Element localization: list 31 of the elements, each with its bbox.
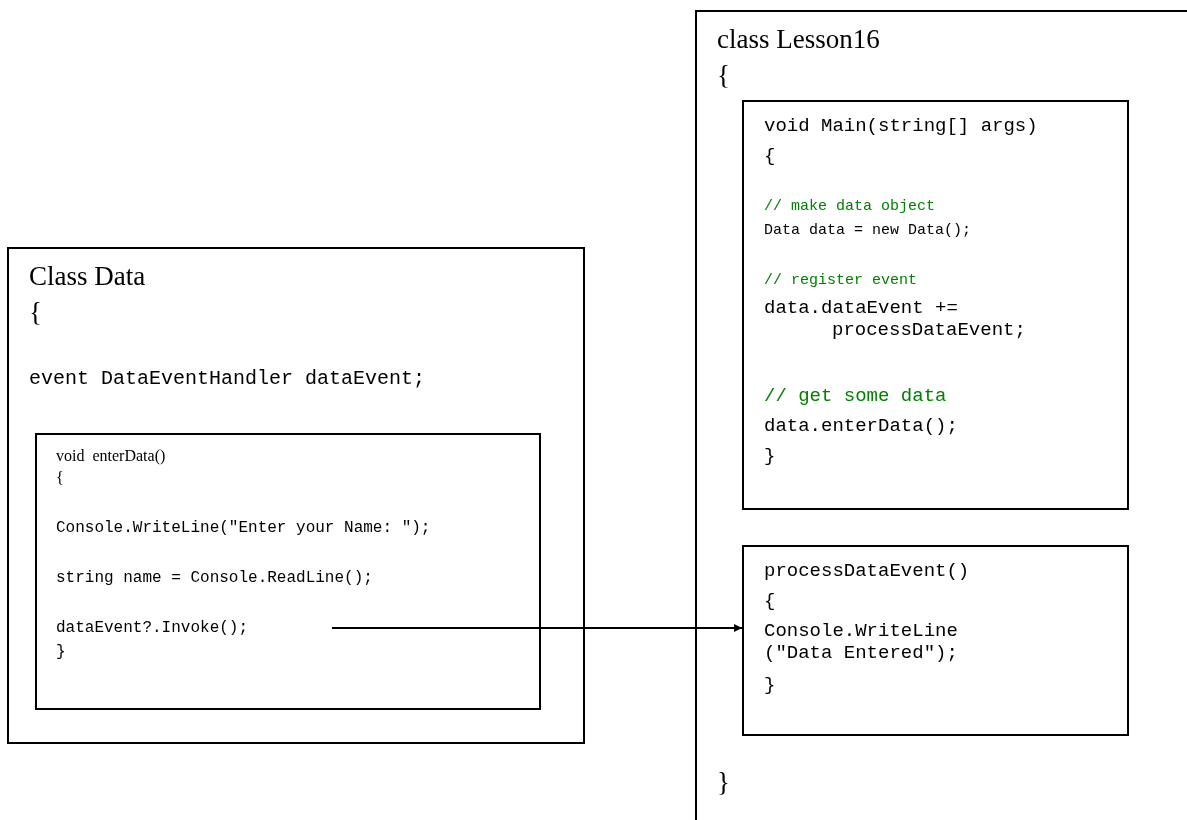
- code-line: }: [764, 446, 776, 468]
- code-line: }: [56, 643, 66, 662]
- method-box: [742, 545, 1129, 736]
- code-line: string name = Console.ReadLine();: [56, 569, 373, 588]
- code-line: dataEvent?.Invoke();: [56, 619, 249, 638]
- code-line: data.enterData();: [764, 416, 958, 438]
- class-box: [695, 10, 1187, 820]
- method-box: [742, 100, 1129, 510]
- code-line: {: [56, 469, 64, 488]
- code-line: Console.WriteLine("Enter your Name: ");: [56, 519, 431, 538]
- code-line: }: [717, 767, 730, 799]
- class-heading: class Lesson16: [717, 24, 880, 56]
- code-line: {: [717, 60, 730, 92]
- code-line: Console.WriteLine ("Data Entered");: [764, 621, 959, 665]
- code-line: // register event: [764, 272, 918, 290]
- code-line: {: [764, 146, 776, 168]
- code-line: // make data object: [764, 198, 936, 216]
- method-box: [35, 433, 541, 710]
- code-line: {: [764, 591, 776, 613]
- code-line: processDataEvent(): [764, 561, 970, 583]
- arrow: [331, 624, 743, 632]
- code-line: event DataEventHandler dataEvent;: [29, 367, 426, 390]
- code-line: data.dataEvent += processDataEvent;: [764, 298, 1027, 342]
- code-line: void Main(string[] args): [764, 116, 1038, 138]
- class-heading: Class Data: [29, 261, 146, 293]
- code-line: // get some data: [764, 386, 947, 408]
- code-line: void enterData(): [56, 447, 166, 466]
- code-line: {: [29, 297, 42, 329]
- class-box: [7, 247, 585, 744]
- code-line: Data data = new Data();: [764, 222, 972, 240]
- code-line: }: [764, 675, 776, 697]
